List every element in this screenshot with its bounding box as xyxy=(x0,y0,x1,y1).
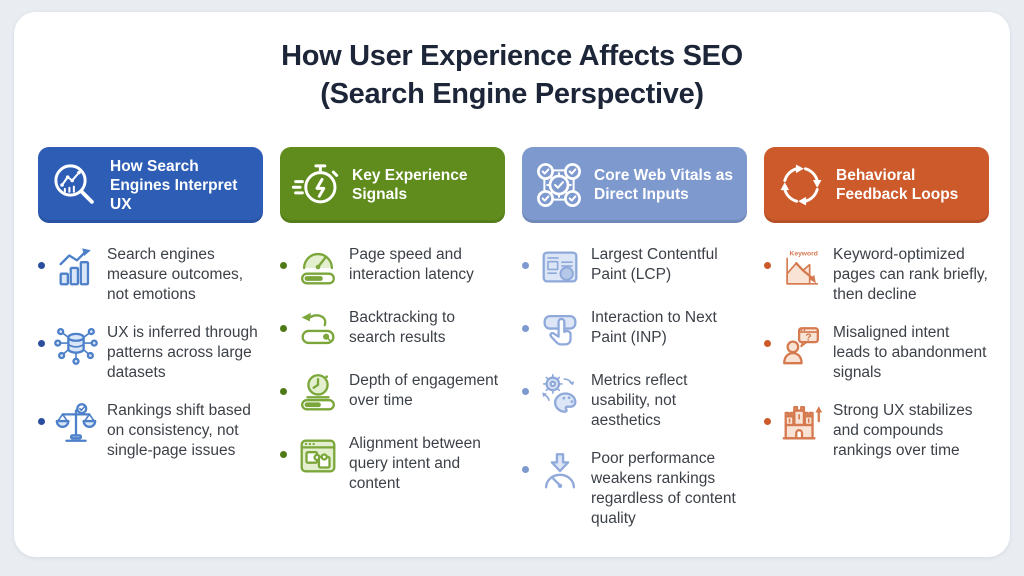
item-text: Rankings shift based on consistency, not… xyxy=(107,402,251,459)
item-text: Poor performance weakens rankings regard… xyxy=(591,450,736,527)
item-text: Strong UX stabilizes and compounds ranki… xyxy=(833,402,973,459)
list-item: Poor performance weakens rankings regard… xyxy=(522,448,747,529)
bullet-dot xyxy=(38,418,45,425)
list-item: Strong UX stabilizes and compounds ranki… xyxy=(764,400,989,461)
list-item: Page speed and interaction latency xyxy=(280,244,505,290)
item-text: Alignment between query intent and conte… xyxy=(349,435,481,492)
gear-palette-icon xyxy=(537,370,583,416)
bullet-dot xyxy=(522,466,529,473)
item-text: Keyword-optimized pages can rank briefly… xyxy=(833,246,988,303)
confused-user-question-icon: ? xyxy=(779,322,825,368)
page-title-line1: How User Experience Affects SEO xyxy=(281,40,743,72)
page-title-line2: (Search Engine Perspective) xyxy=(320,78,704,110)
list-item: Rankings shift based on consistency, not… xyxy=(38,400,263,461)
item-text: Largest Contentful Paint (LCP) xyxy=(591,246,718,283)
balance-scale-icon xyxy=(53,400,99,446)
data-network-icon xyxy=(53,322,99,368)
clock-progress-icon xyxy=(295,370,341,416)
loop-arrows-icon xyxy=(774,158,828,212)
keyword-icon-label: Keyword xyxy=(790,251,818,258)
column-core-web-vitals: Core Web Vitals as Direct Inputs xyxy=(522,147,747,529)
castle-growth-icon xyxy=(779,400,825,446)
list-item: ? Misaligned intent leads to abandonment… xyxy=(764,322,989,383)
item-list: Page speed and interaction latency xyxy=(280,244,505,494)
list-item: Largest Contentful Paint (LCP) xyxy=(522,244,747,290)
bullet-dot xyxy=(764,262,771,269)
speedometer-progress-icon xyxy=(295,244,341,290)
gear-checkmarks-icon xyxy=(532,158,586,212)
back-arrow-search-icon xyxy=(295,307,341,353)
list-item: Search engines measure outcomes, not emo… xyxy=(38,244,263,305)
column-interpret-ux: How Search Engines Interpret UX xyxy=(38,147,263,529)
bullet-dot xyxy=(764,418,771,425)
bullet-dot xyxy=(764,340,771,347)
bar-chart-growth-icon xyxy=(53,244,99,290)
list-item: Keyword Keyword-optimized pages can rank… xyxy=(764,244,989,305)
stopwatch-lightning-icon xyxy=(290,158,344,212)
column-header-interpret-ux: How Search Engines Interpret UX xyxy=(38,147,263,223)
item-text: Metrics reflect usability, not aesthetic… xyxy=(591,372,688,429)
bullet-dot xyxy=(38,262,45,269)
webpage-layout-icon xyxy=(537,244,583,290)
bullet-dot xyxy=(38,340,45,347)
item-text: UX is inferred through patterns across l… xyxy=(107,324,258,381)
down-arrow-gauge-icon xyxy=(537,448,583,494)
column-header-label: Key Experience Signals xyxy=(352,167,468,203)
list-item: Alignment between query intent and conte… xyxy=(280,433,505,494)
page-title: How User Experience Affects SEO (Search … xyxy=(14,37,1010,113)
item-text: Depth of engagement over time xyxy=(349,372,499,409)
bullet-dot xyxy=(522,262,529,269)
list-item: Backtracking to search results xyxy=(280,307,505,353)
column-header-experience-signals: Key Experience Signals xyxy=(280,147,505,223)
item-text: Misaligned intent leads to abandonment s… xyxy=(833,324,987,381)
item-text: Backtracking to search results xyxy=(349,309,455,346)
bullet-dot xyxy=(280,388,287,395)
bullet-dot xyxy=(280,325,287,332)
column-header-label: Behavioral Feedback Loops xyxy=(836,167,959,203)
question-icon-label: ? xyxy=(805,332,811,344)
button-tap-hand-icon xyxy=(537,307,583,353)
column-feedback-loops: Behavioral Feedback Loops Keyword xyxy=(764,147,989,529)
column-experience-signals: Key Experience Signals xyxy=(280,147,505,529)
list-item: UX is inferred through patterns across l… xyxy=(38,322,263,383)
list-item: Depth of engagement over time xyxy=(280,370,505,416)
item-text: Search engines measure outcomes, not emo… xyxy=(107,246,244,303)
magnifier-chart-icon xyxy=(48,158,102,212)
column-header-label: How Search Engines Interpret UX xyxy=(110,157,238,213)
item-list: Largest Contentful Paint (LCP) Interacti… xyxy=(522,244,747,529)
columns-grid: How Search Engines Interpret UX xyxy=(38,147,989,529)
bullet-dot xyxy=(522,325,529,332)
column-header-core-web-vitals: Core Web Vitals as Direct Inputs xyxy=(522,147,747,223)
column-header-feedback-loops: Behavioral Feedback Loops xyxy=(764,147,989,223)
bullet-dot xyxy=(280,262,287,269)
item-list: Keyword Keyword-optimized pages can rank… xyxy=(764,244,989,461)
infographic-card: How User Experience Affects SEO (Search … xyxy=(14,12,1010,557)
column-header-label: Core Web Vitals as Direct Inputs xyxy=(594,167,733,203)
keyword-decline-chart-icon: Keyword xyxy=(779,244,825,290)
item-list: Search engines measure outcomes, not emo… xyxy=(38,244,263,461)
list-item: Metrics reflect usability, not aesthetic… xyxy=(522,370,747,431)
browser-puzzle-icon xyxy=(295,433,341,479)
item-text: Interaction to Next Paint (INP) xyxy=(591,309,717,346)
bullet-dot xyxy=(522,388,529,395)
item-text: Page speed and interaction latency xyxy=(349,246,474,283)
bullet-dot xyxy=(280,451,287,458)
list-item: Interaction to Next Paint (INP) xyxy=(522,307,747,353)
